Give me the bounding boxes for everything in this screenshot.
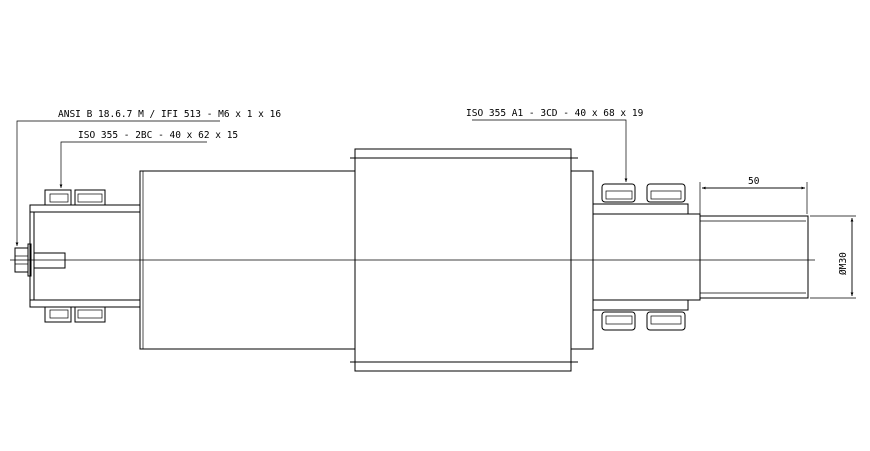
left-bearing-leader: ISO 355 - 2BC - 40 x 62 x 15 — [59, 130, 238, 188]
right-bearing-spec-label: ISO 355 A1 - 3CD - 40 x 68 x 19 — [466, 108, 644, 119]
left-bearing-spec-label: ISO 355 - 2BC - 40 x 62 x 15 — [78, 130, 238, 141]
bolt — [14, 243, 66, 277]
right-shaft — [592, 213, 701, 301]
threaded-end — [699, 215, 809, 299]
dimension-diameter-label: ØM30 — [838, 252, 849, 275]
bolt-spec-label: ANSI B 18.6.7 M / IFI 513 - M6 x 1 x 16 — [58, 109, 281, 120]
bolt-leader: ANSI B 18.6.7 M / IFI 513 - M6 x 1 x 16 — [15, 109, 281, 246]
drum — [139, 148, 594, 372]
left-housing — [29, 204, 141, 308]
right-bearing — [592, 183, 689, 331]
dimension-length-label: 50 — [748, 176, 760, 187]
dimension-diameter: ØM30 — [810, 215, 856, 299]
left-bearing — [44, 189, 106, 323]
dimension-length: 50 — [699, 176, 808, 214]
right-bearing-leader: ISO 355 A1 - 3CD - 40 x 68 x 19 — [466, 108, 644, 182]
